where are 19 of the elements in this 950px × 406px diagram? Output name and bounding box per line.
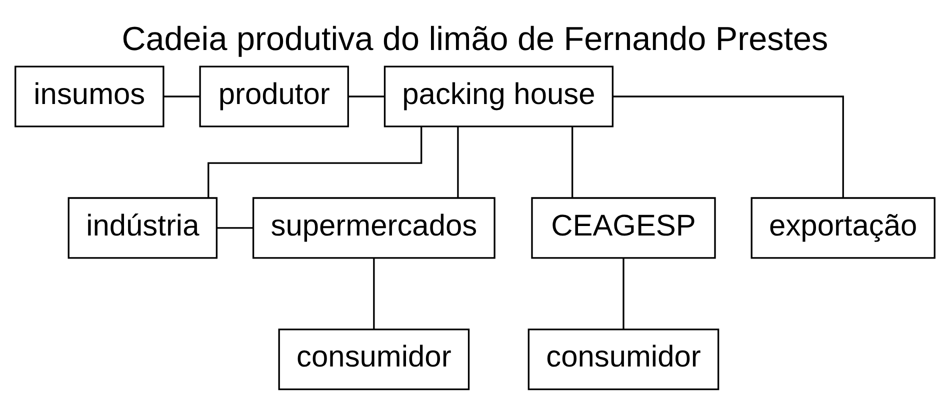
connector [572, 127, 574, 198]
connector [208, 126, 422, 198]
node-box: produtor [199, 66, 349, 128]
node-box: supermercados [252, 197, 496, 259]
node-box: indústria [68, 197, 218, 259]
node-box: CEAGESP [531, 197, 716, 259]
node-box: insumos [14, 66, 164, 128]
node-box: packing house [384, 66, 614, 128]
connector [373, 258, 375, 330]
node-box: consumidor [528, 328, 720, 390]
connector [217, 227, 253, 229]
node-box: exportação [750, 197, 936, 259]
node-box: consumidor [278, 328, 470, 390]
connector [163, 96, 200, 98]
connector [348, 96, 384, 98]
connector [457, 127, 459, 198]
connector [622, 258, 624, 330]
diagram-title: Cadeia produtiva do limão de Fernando Prestes [122, 20, 828, 58]
connector [612, 96, 844, 198]
